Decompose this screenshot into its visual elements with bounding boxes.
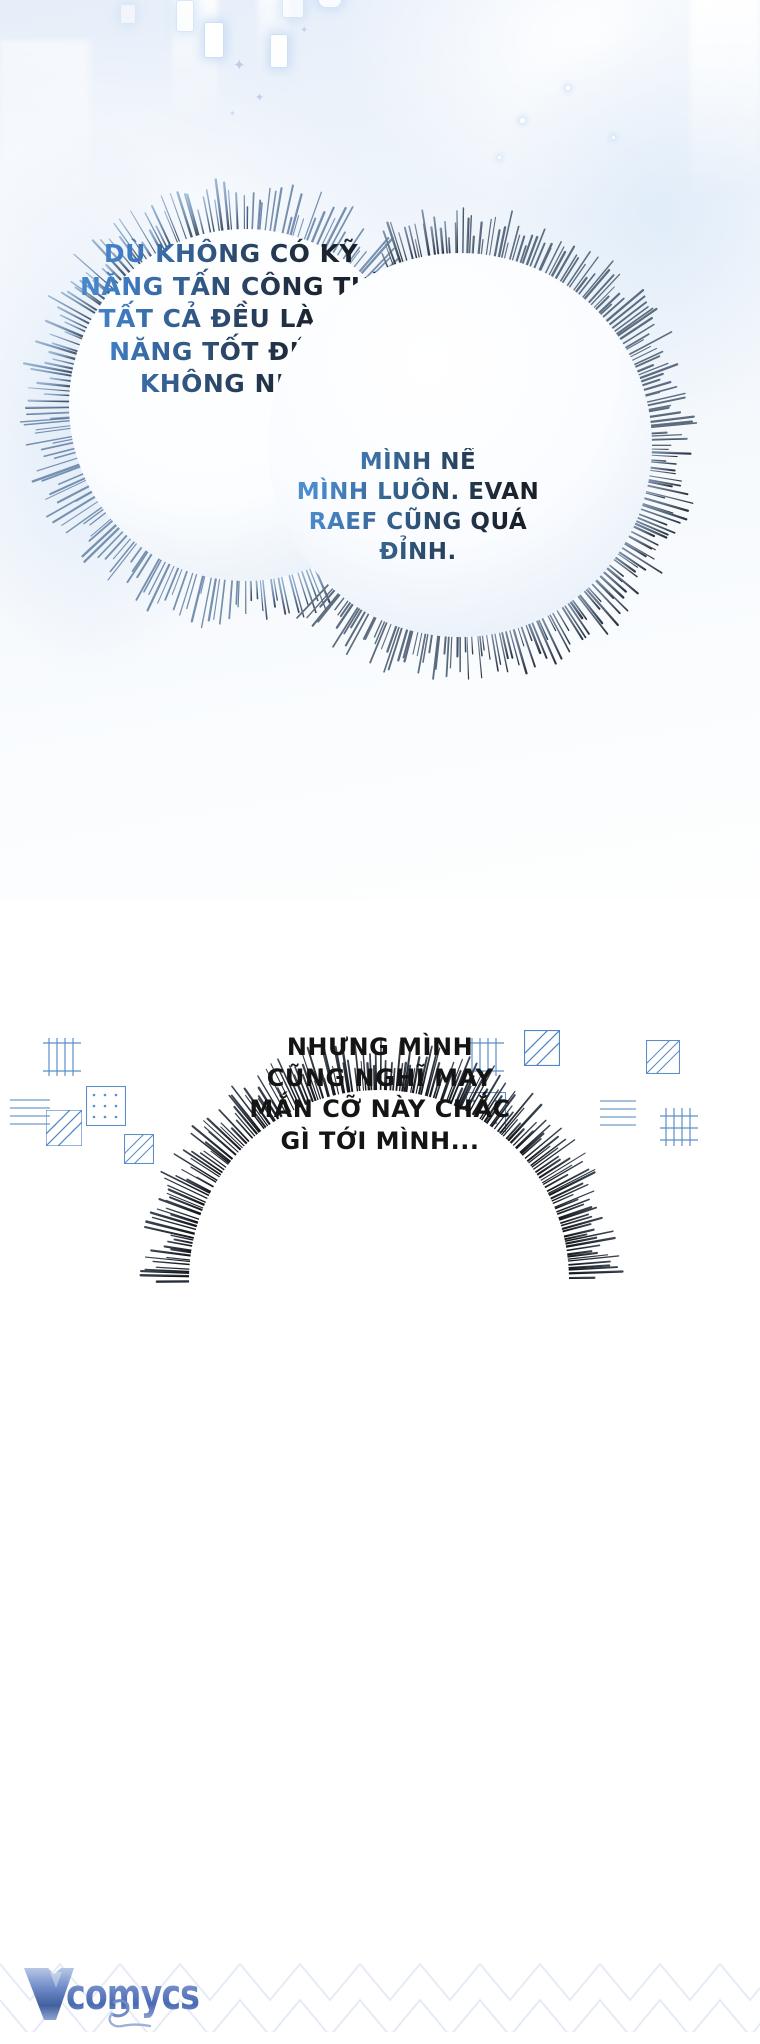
hatch-square-left-2 [43,1038,81,1076]
decor-dot-1 [520,118,525,123]
sparkle-icon-1: ✦ [233,56,246,74]
hatch-square-left-3 [46,1110,82,1146]
speech-bubble-3-burst [114,950,644,1470]
speech-bubble-3-text: NHƯNG MÌNH CŨNG NGHĨ MAY MẮN CỠ NÀY CHẮC… [249,1033,511,1155]
decor-dot-3 [498,156,501,159]
speech-bubble-2-burst [250,207,760,680]
hatch-square-right-6 [660,1108,698,1146]
vcomycs-logo[interactable]: comycs [20,1962,240,2028]
speech-bubble-1-text: DÙ KHÔNG CÓ KỸ NĂNG TẤN CÔNG THÌ TẤT CẢ … [66,238,396,401]
hatch-square-right-4 [600,1096,636,1130]
decor-dot-4 [612,136,615,139]
decor-rectangle-4 [282,0,304,18]
hatch-square-left-1 [10,1095,50,1129]
sparkle-icon-4: ✦ [229,109,236,118]
vcomycs-logo-text: comycs [66,1970,200,2019]
speech-bubble-2-text: MÌNH NỂ MÌNH LUÔN. EVAN RAEF CŨNG QUÁ ĐỈ… [268,448,568,568]
sparkle-icon-3: ✦ [300,25,309,36]
footer-zigzag-pattern [0,1962,760,2032]
hatch-square-right-5 [646,1040,680,1074]
sparkle-icon-2: ✦ [255,91,265,104]
decor-rectangle-3 [270,34,288,68]
hatch-square-left-4 [86,1086,126,1126]
hatch-square-right-3 [524,1030,560,1066]
footer: comycs [0,1940,760,2044]
decor-dot-2 [566,86,570,90]
decor-rectangle-2 [176,0,194,32]
decor-rectangle-1 [204,22,224,58]
background-light-streak-3 [690,0,760,200]
decor-rectangle-6 [120,4,136,24]
background-light-streak-4 [0,40,90,220]
hatch-square-left-5 [124,1134,154,1164]
